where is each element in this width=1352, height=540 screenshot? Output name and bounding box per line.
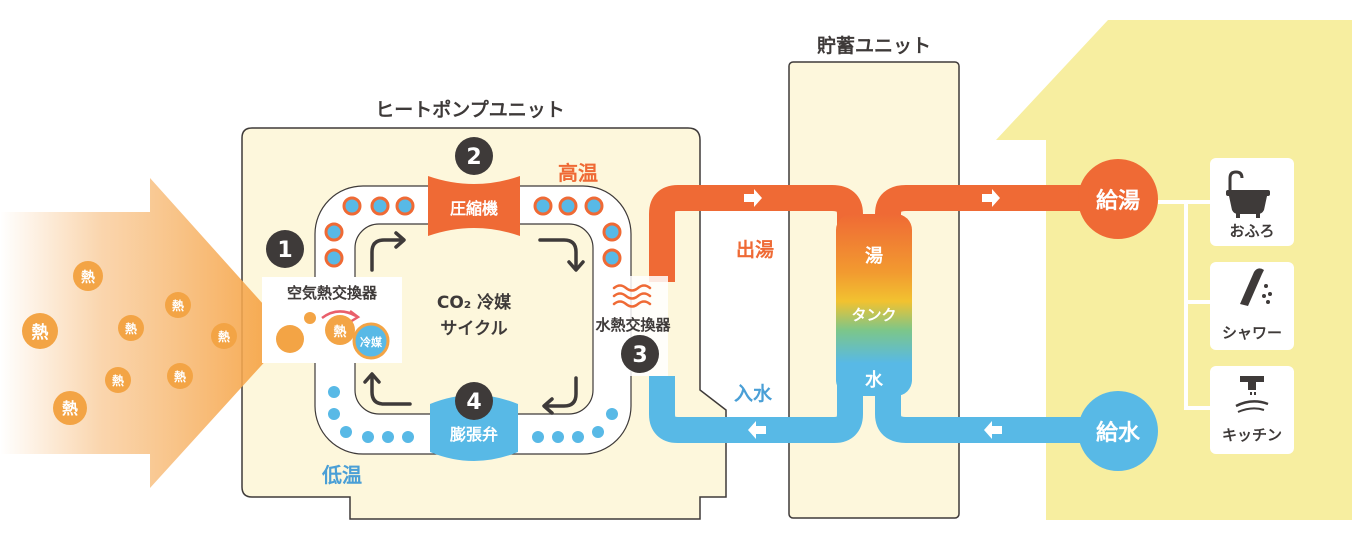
fixture-label-shower: シャワー [1222, 324, 1282, 342]
svg-text:熱: 熱 [218, 329, 230, 344]
hot-supply-circle [1078, 159, 1158, 239]
heat-pump-unit-title: ヒートポンプユニット [375, 98, 564, 121]
heat-particle-label: 熱 [333, 324, 346, 340]
heat-bubbles: 熱 熱 熱 熱 熱 熱 熱 熱 [22, 261, 237, 425]
tank-top-label: 湯 [865, 246, 883, 267]
heat-particle-small [304, 312, 316, 324]
hot-refrigerant-dots [324, 196, 622, 268]
svg-text:熱: 熱 [174, 369, 186, 384]
storage-unit-title: 貯蓄ユニット [817, 34, 931, 57]
svg-text:熱: 熱 [125, 321, 137, 336]
fixture-card-shower [1210, 262, 1294, 350]
hot-supply-label: 給湯 [1096, 188, 1140, 214]
water-in-label: 入水 [734, 383, 773, 405]
svg-text:熱: 熱 [32, 322, 49, 343]
step-1-number: 1 [277, 238, 292, 263]
shower-icon [1240, 268, 1272, 306]
step-1-badge [266, 230, 304, 268]
cold-refrigerant-dots [328, 386, 618, 443]
svg-text:熱: 熱 [62, 399, 78, 418]
hot-out-label: 出湯 [736, 238, 774, 261]
expansion-valve-shape [430, 395, 518, 461]
heat-wave-icon [612, 284, 652, 308]
cycle-loop-inner [355, 224, 593, 414]
faucet-icon [1235, 376, 1269, 413]
tank-bottom-label: 水 [865, 369, 884, 391]
refrigerant-ball [352, 322, 390, 360]
water-supply-circle [1078, 391, 1158, 471]
storage-tank [836, 214, 912, 396]
compressor-label: 圧縮機 [450, 199, 498, 218]
hot-flow-arrows [744, 189, 1000, 207]
cold-flow-arrows [748, 421, 1002, 439]
fixture-label-kitchen: キッチン [1222, 426, 1282, 444]
svg-text:熱: 熱 [112, 373, 124, 388]
house-shape [996, 20, 1352, 520]
air-heat-exchanger-label: 空気熱交換器 [287, 284, 378, 302]
cycle-label-line2: サイクル [440, 319, 507, 339]
step-4-number: 4 [466, 390, 481, 415]
heat-particle-large [276, 325, 304, 353]
refrigerant-label: 冷媒 [360, 335, 383, 349]
fixture-label-bath: おふろ [1229, 222, 1274, 240]
tank-middle-label: タンク [851, 306, 896, 324]
water-supply-label: 給水 [1096, 420, 1141, 446]
step-2-number: 2 [466, 145, 481, 170]
step-3-badge [621, 335, 659, 373]
heat-particle-labeled [325, 315, 355, 345]
circulation-arrows [363, 231, 585, 415]
bathtub-icon [1226, 170, 1270, 218]
svg-text:熱: 熱 [81, 269, 95, 286]
fixture-card-kitchen [1210, 366, 1294, 454]
distribution-lines [1158, 200, 1210, 410]
compressor-shape [428, 176, 520, 236]
heat-transfer-arrowhead [349, 310, 361, 324]
step-2-badge [455, 137, 493, 175]
water-heat-exchanger-label: 水熱交換器 [595, 316, 671, 334]
low-temp-label: 低温 [321, 463, 362, 487]
cycle-label-line1: CO₂ 冷媒 [437, 292, 512, 313]
step-4-badge [455, 382, 493, 420]
step-3-number: 3 [632, 343, 647, 368]
expansion-valve-label: 膨張弁 [450, 425, 498, 444]
svg-text:熱: 熱 [172, 298, 184, 313]
high-temp-label: 高温 [558, 161, 598, 185]
